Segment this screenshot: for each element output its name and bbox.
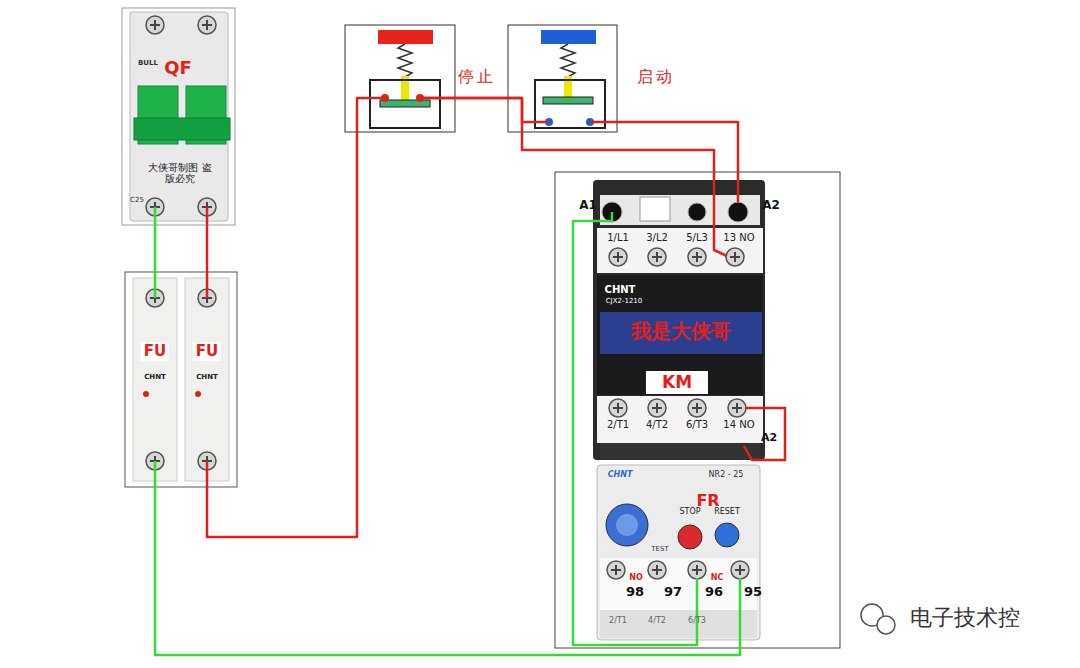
part-label: CHNT [605, 284, 636, 295]
start-button: 启动 [528, 25, 617, 132]
wire-stub [593, 212, 612, 221]
wire-stub [154, 272, 157, 298]
part-label: 4/T2 [648, 617, 666, 626]
wire-stub [357, 98, 385, 132]
part-label: 1/L1 [607, 232, 629, 243]
part-label: BULL [138, 60, 158, 68]
part-label: 电子技术控 [910, 606, 1020, 630]
part-label: NO [629, 574, 643, 583]
wire-stub [420, 97, 455, 100]
part-label: 6/T3 [688, 617, 706, 626]
circuit-breaker: QF [122, 8, 235, 225]
wire-stub [528, 121, 549, 124]
wire [573, 221, 697, 645]
wire-stub [206, 461, 209, 487]
part-label: 大侠哥制图 盗版必究 [144, 162, 216, 184]
wire [455, 98, 528, 122]
part-label: 5/L3 [686, 232, 708, 243]
part-label: A2 [761, 432, 777, 444]
wire [617, 122, 738, 178]
part-label: 4/T2 [646, 419, 668, 430]
part-label: RESET [714, 508, 740, 517]
part-label: 97 [664, 585, 682, 599]
wire-stub [714, 178, 727, 256]
part-label: 2/T1 [609, 617, 627, 626]
device-label: 停止 [458, 68, 496, 86]
contactor: KM [593, 178, 765, 460]
part-label: CJX2-1210 [606, 298, 643, 306]
part-label: 95 [744, 585, 762, 599]
part-label: CHNT [144, 374, 166, 382]
wire [455, 98, 714, 178]
part-label: TEST [651, 546, 668, 554]
part-label: 2/T1 [607, 419, 629, 430]
part-label: NR2 - 25 [709, 471, 744, 480]
device-label: FR [696, 492, 719, 510]
device-label: 启动 [637, 68, 675, 86]
wire-stub [737, 178, 740, 202]
part-label: CHNT [608, 471, 633, 480]
device-label: QF [164, 58, 192, 78]
wire-stub [154, 207, 157, 225]
wire [155, 487, 740, 655]
part-label: STOP [679, 508, 700, 517]
wire [207, 132, 357, 537]
thermal-relay: FR [597, 465, 760, 640]
wire-stub [206, 272, 209, 298]
part-label: 我是大侠哥 [631, 320, 731, 342]
part-label: 3/L2 [646, 232, 668, 243]
part-label: CHNT [196, 374, 218, 382]
part-label: 13 NO [723, 232, 754, 243]
device-label: FU [193, 342, 221, 361]
part-label: A1 [579, 199, 597, 212]
part-label: 98 [626, 585, 644, 599]
wire-stub [696, 578, 699, 640]
wire-stub [420, 97, 455, 100]
wire-stub [206, 207, 209, 225]
wire-stub [739, 578, 742, 640]
wire-stub [154, 461, 157, 487]
part-label: A2 [762, 199, 780, 212]
stop-button: 停止 [345, 25, 455, 132]
wire [154, 225, 157, 272]
device-label: KM [646, 371, 708, 394]
wire [206, 225, 209, 272]
part-label: 96 [705, 585, 723, 599]
wire-stub [590, 121, 617, 124]
part-label: 14 NO [723, 419, 754, 430]
device-label: FU [141, 342, 169, 361]
part-label: C25 [130, 197, 144, 205]
part-label: 6/T3 [686, 419, 708, 430]
part-label: NC [711, 574, 724, 583]
